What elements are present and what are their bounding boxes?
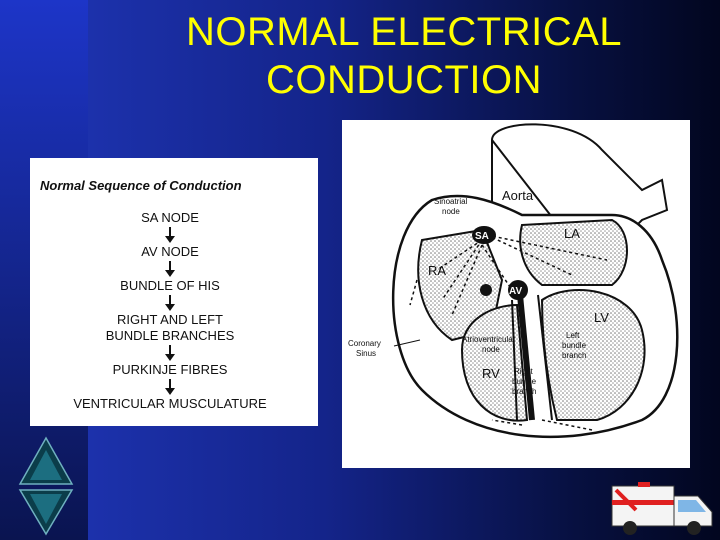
label-sinoatrial-2: node (442, 207, 460, 216)
down-arrow-icon (30, 378, 310, 396)
label-la: LA (564, 226, 580, 241)
left-atrium (519, 218, 628, 286)
coronary-leader-line (393, 339, 421, 347)
slide-title-line-1: NORMAL ELECTRICAL (186, 10, 622, 54)
label-rv: RV (482, 366, 500, 381)
label-av: AV (509, 286, 522, 297)
step-right-left: RIGHT AND LEFT (117, 312, 223, 327)
label-ra: RA (428, 263, 446, 278)
heart-diagram-panel: Aorta Sinoatrial node SA LA RA AV LV RV … (342, 120, 690, 468)
label-coronary-1: Coronary (348, 339, 381, 348)
down-arrow-icon (30, 344, 310, 362)
label-atrio-2: node (482, 345, 500, 354)
label-aorta: Aorta (502, 188, 534, 203)
aorta-shape (490, 123, 669, 242)
step-purkinje-fibres: PURKINJE FIBRES (112, 362, 228, 377)
step-av-node: AV NODE (141, 244, 199, 259)
triangle-logo-icon (18, 436, 74, 536)
av-node-marker (508, 280, 528, 300)
label-sinoatrial-1: Sinoatrial (434, 197, 468, 206)
conduction-paths (409, 234, 608, 431)
label-right-bundle-2: bundle (512, 377, 537, 386)
right-ventricle (460, 303, 529, 422)
right-bundle-line (511, 299, 518, 421)
label-atrio-1: Atrioventricular (462, 335, 516, 344)
down-arrow-icon (30, 260, 310, 278)
label-right-bundle-1: Right (514, 367, 533, 376)
sequence-steps: SA NODE AV NODE BUNDLE OF HIS RIGHT AND … (30, 210, 310, 412)
label-left-bundle-3: branch (562, 351, 586, 360)
down-arrow-icon (30, 294, 310, 312)
step-bundle-branches: BUNDLE BRANCHES (105, 328, 235, 343)
step-ventricular-musculature: VENTRICULAR MUSCULATURE (73, 396, 267, 411)
sequence-heading: Normal Sequence of Conduction (40, 178, 242, 193)
heart-diagram: Aorta Sinoatrial node SA LA RA AV LV RV … (348, 123, 679, 439)
step-sa-node: SA NODE (141, 210, 199, 225)
ambulance-icon (611, 482, 713, 535)
label-left-bundle-2: bundle (562, 341, 587, 350)
left-bundle-line (537, 294, 553, 421)
label-sa: SA (475, 231, 489, 242)
slide-title: NORMAL ELECTRICAL CONDUCTION (88, 8, 720, 104)
bundle-of-his-line (517, 294, 535, 421)
label-right-bundle-3: branch (512, 387, 536, 396)
down-arrow-icon (30, 226, 310, 244)
label-coronary-2: Sinus (356, 349, 376, 358)
coronary-sinus-marker (480, 284, 492, 296)
slide-title-line-2: CONDUCTION (265, 58, 543, 102)
step-bundle-of-his: BUNDLE OF HIS (120, 278, 220, 293)
conduction-sequence-panel: Normal Sequence of Conduction SA NODE AV… (30, 158, 318, 426)
label-lv: LV (594, 310, 609, 325)
label-left-bundle-1: Left (566, 331, 580, 340)
sa-node-marker (472, 226, 496, 244)
